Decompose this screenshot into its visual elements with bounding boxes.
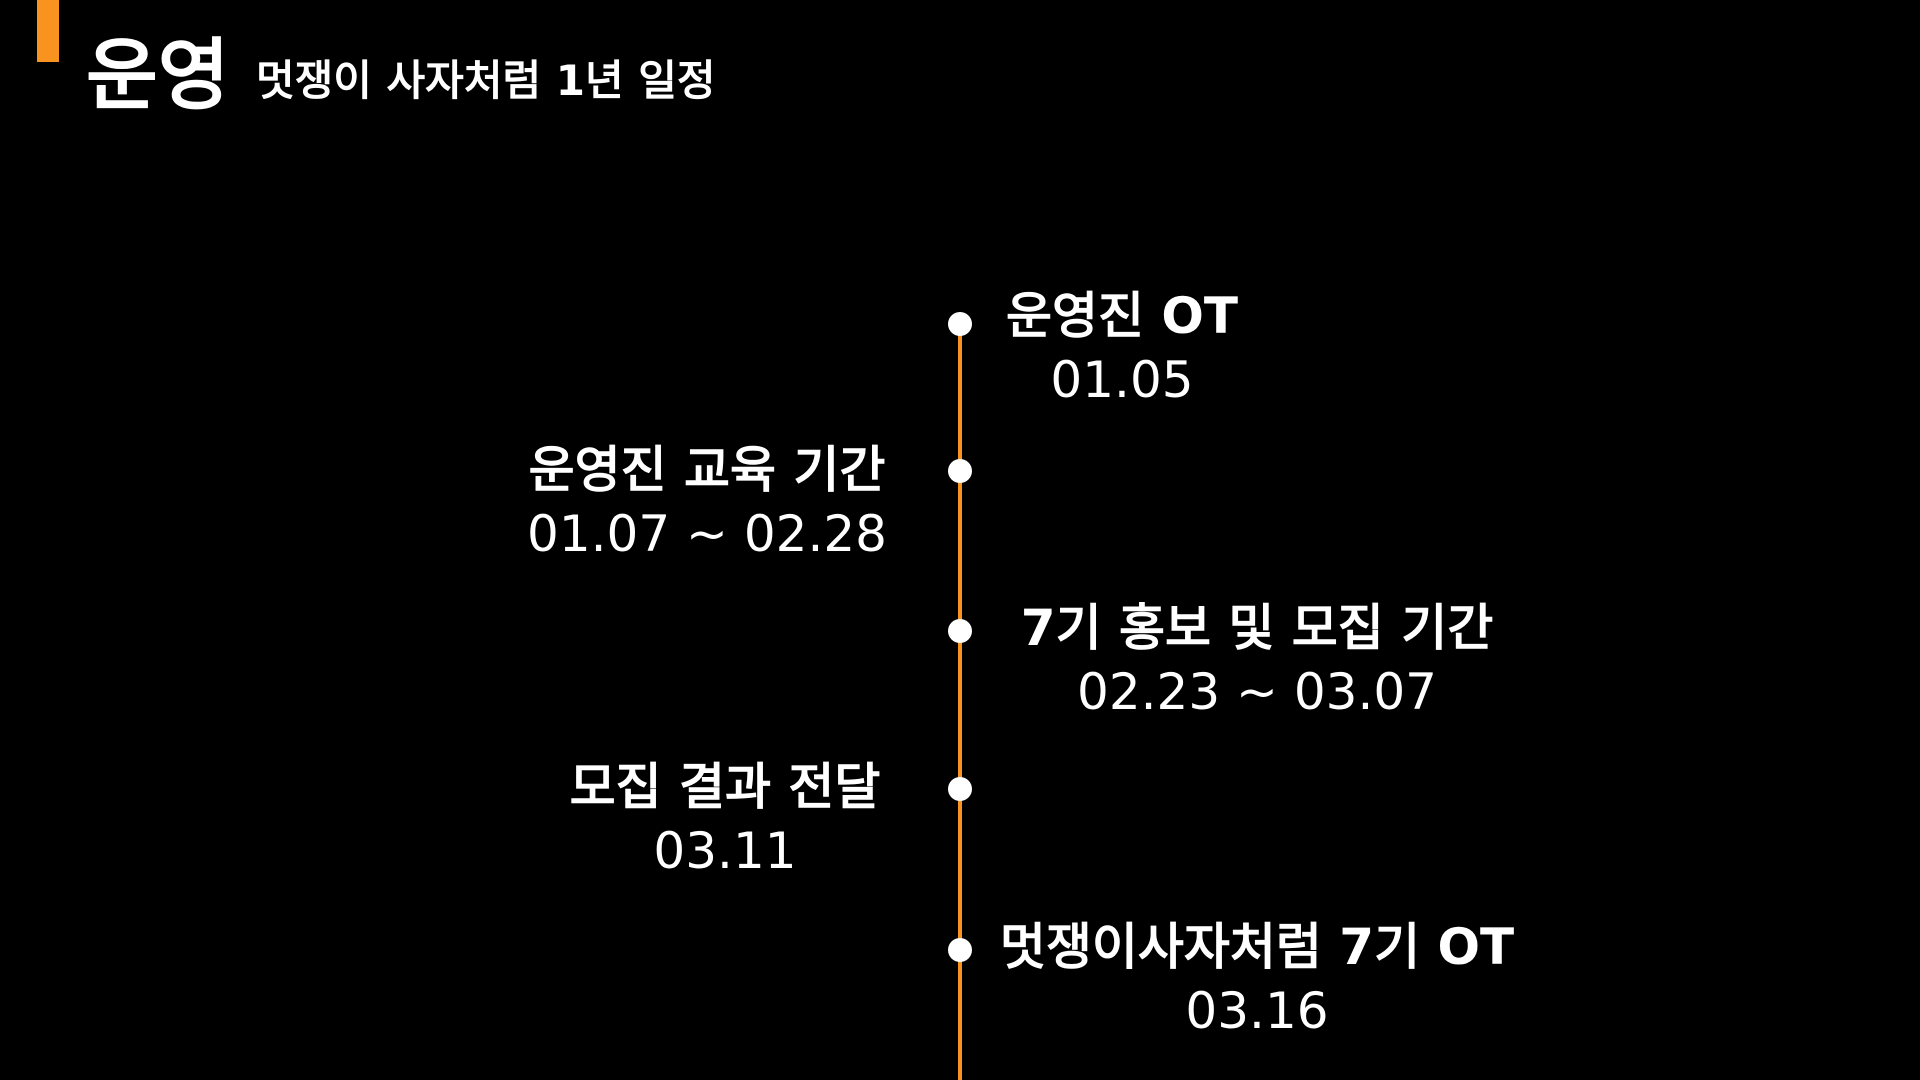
timeline-event: 운영진 OT 01.05: [842, 284, 1402, 412]
event-label: 운영진 교육 기간: [528, 441, 886, 499]
page-title: 운영: [86, 31, 230, 121]
accent-bar: [37, 0, 59, 62]
timeline-line: [958, 324, 962, 1080]
page-subtitle: 멋쟁이 사자처럼 1년 일정: [256, 56, 716, 105]
timeline-dot: [948, 938, 972, 962]
event-date: 01.07 ~ 02.28: [527, 505, 887, 563]
event-date: 03.11: [653, 822, 797, 880]
timeline-dot: [948, 459, 972, 483]
event-label: 멋쟁이사자처럼 7기 OT: [999, 918, 1515, 976]
event-date: 02.23 ~ 03.07: [1077, 663, 1437, 721]
timeline-dot: [948, 312, 972, 336]
event-date: 03.16: [1185, 982, 1329, 1040]
event-label: 운영진 OT: [1005, 287, 1239, 345]
event-date: 01.05: [1050, 351, 1194, 409]
timeline-dot: [948, 619, 972, 643]
timeline-event: 운영진 교육 기간 01.07 ~ 02.28: [427, 438, 987, 566]
timeline-event: 7기 홍보 및 모집 기간 02.23 ~ 03.07: [977, 596, 1537, 724]
timeline-dot: [948, 777, 972, 801]
timeline-event: 멋쟁이사자처럼 7기 OT 03.16: [977, 915, 1537, 1043]
event-label: 7기 홍보 및 모집 기간: [1020, 599, 1494, 657]
event-label: 모집 결과 전달: [569, 758, 881, 816]
timeline-event: 모집 결과 전달 03.11: [445, 755, 1005, 883]
